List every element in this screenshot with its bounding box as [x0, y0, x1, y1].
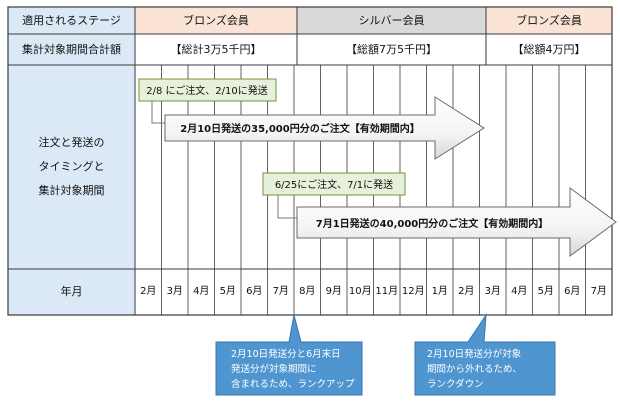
callout-rank-up: 2月10日発送分と6月末日 発送分が対象期間に 含まれるため、ランクアップ — [215, 314, 363, 396]
order-2-connector — [277, 195, 297, 219]
callout-rank-down: 2月10日発送分が対象 期間から外れるため、 ランクダウン — [414, 313, 556, 396]
month-cell: 5月 — [537, 285, 554, 297]
callout-rank-up-line-2: 発送分が対象期間に — [231, 363, 317, 375]
order-2-note-box — [262, 172, 406, 196]
callout-rank-up-box — [215, 314, 363, 396]
stage-row-label: 適用されるステージ — [8, 7, 135, 34]
timing-row-label: 注文と発送の タイミングと 集計対象期間 — [8, 65, 135, 269]
callout-rank-down-line-3: ランクダウン — [427, 378, 484, 390]
order-1-note-box — [138, 78, 277, 102]
callout-rank-up-line-1: 2月10日発送分と6月末日 — [231, 348, 341, 360]
stage-total-bronze-1: 【総計3万5千円】 — [170, 42, 262, 56]
order-2: 6/25にご注文、7/1に発送 7月1日発送の40,000円分のご注文【有効期間… — [262, 172, 617, 257]
stage-total-bronze-2: 【総額4万円】 — [512, 42, 586, 56]
month-cell: 4月 — [511, 285, 528, 297]
table-grid — [7, 6, 613, 316]
month-cell: 2月 — [140, 285, 157, 297]
stage-total-silver: 【総額7万5千円】 — [346, 42, 437, 56]
order-2-arrow — [296, 187, 617, 257]
month-cell: 4月 — [193, 285, 210, 297]
month-cell: 12月 — [401, 285, 425, 297]
callout-rank-down-box — [414, 313, 556, 396]
order-1-connector — [151, 101, 165, 124]
month-cell: 8月 — [299, 285, 316, 297]
order-2-note-text: 6/25にご注文、7/1に発送 — [275, 178, 393, 191]
month-cell: 10月 — [348, 285, 372, 297]
month-cell: 9月 — [325, 285, 342, 297]
month-cell: 5月 — [219, 285, 236, 297]
callout-rank-down-line-1: 2月10日発送分が対象 — [427, 348, 522, 360]
order-1: 2/8 にご注文、2/10に発送 2月10日発送の35,000円分のご注文【有効… — [138, 78, 485, 160]
order-1-arrow-text: 2月10日発送の35,000円分のご注文【有効期間内】 — [180, 122, 419, 135]
timing-label-line-3: 集計対象期間 — [38, 183, 105, 197]
month-cell: 2月 — [458, 285, 475, 297]
callout-rank-up-line-3: 含まれるため、ランクアップ — [231, 378, 355, 390]
month-cell: 3月 — [166, 285, 183, 297]
month-cell: 7月 — [590, 285, 607, 297]
month-cell: 3月 — [484, 285, 501, 297]
total-row-label: 集計対象期間合計額 — [8, 34, 135, 65]
timing-label-line-2: タイミングと — [38, 160, 105, 174]
month-cell: 7月 — [272, 285, 289, 297]
month-cell: 6月 — [246, 285, 263, 297]
timing-label-line-1: 注文と発送の — [38, 136, 105, 150]
stage-header-bronze-2: ブロンズ会員 — [486, 7, 612, 34]
order-1-arrow — [164, 96, 485, 160]
order-2-arrow-text: 7月1日発送の40,000円分のご注文【有効期間内】 — [316, 217, 549, 230]
yearmonth-row-label: 年月 — [8, 269, 135, 315]
month-cell: 11月 — [375, 285, 399, 297]
table-border — [7, 6, 613, 316]
stage-header-bronze-1: ブロンズ会員 — [135, 7, 297, 34]
callout-rank-down-line-2: 期間から外れるため、 — [427, 363, 522, 375]
month-cell: 1月 — [431, 285, 448, 297]
order-1-note-text: 2/8 にご注文、2/10に発送 — [146, 84, 268, 97]
month-cell: 6月 — [564, 285, 581, 297]
stage-header-silver: シルバー会員 — [297, 7, 486, 34]
